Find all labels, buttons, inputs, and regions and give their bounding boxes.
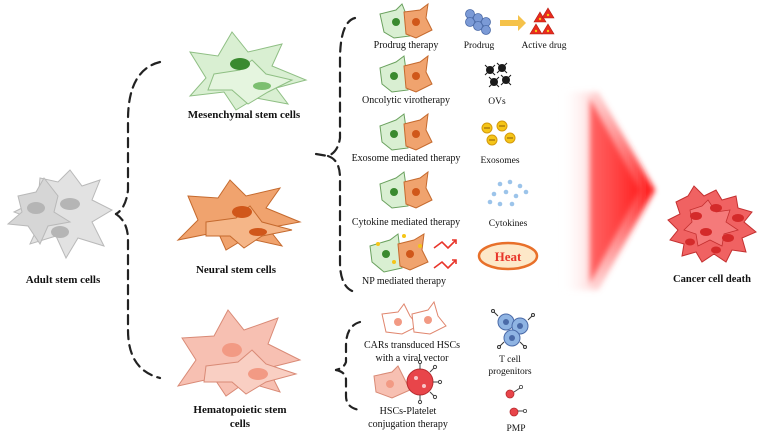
therapy-np-label: NP mediated therapy <box>362 276 446 287</box>
therapy-cells-car <box>381 300 447 335</box>
bracket-mid <box>314 16 357 294</box>
therapy-cells-prodrug <box>379 2 433 39</box>
exosomes-label: Exosomes <box>480 156 519 166</box>
adult-stem-cells-label: Adult stem cells <box>26 274 101 286</box>
tcell-label-line1: T cell <box>499 355 521 365</box>
cytokine-dots <box>487 179 529 207</box>
heat-badge <box>477 241 539 271</box>
therapy-cells-oncolytic <box>379 54 433 93</box>
cytokines-label: Cytokines <box>489 219 528 229</box>
hematopoietic-label-line2: cells <box>230 418 251 430</box>
adult-stem-cells <box>6 169 114 260</box>
therapy-oncolytic-label: Oncolytic virotherapy <box>362 95 450 106</box>
therapy-car-label-line1: CARs transduced HSCs <box>364 340 460 351</box>
prodrug-molecules <box>465 9 491 35</box>
bracket-bottom <box>334 320 362 412</box>
tcell-progenitors-icon <box>491 309 535 349</box>
ov-virus-icons <box>484 62 512 88</box>
therapy-car-label-line2: with a viral vector <box>375 353 449 364</box>
hematopoietic-label-line1: Hematopoietic stem <box>193 404 286 416</box>
neural-cells <box>176 179 302 251</box>
tcell-label-line2: progenitors <box>488 367 532 377</box>
therapy-prodrug-label: Prodrug therapy <box>374 40 439 51</box>
prodrug-label: Prodrug <box>464 41 495 51</box>
exosome-icons <box>481 120 516 146</box>
zigzag-arrows <box>433 239 457 270</box>
therapy-cytokine-label: Cytokine mediated therapy <box>352 217 460 228</box>
heat-label: Heat <box>495 249 522 264</box>
therapy-platelet-label-line1: HSCs-Platelet <box>380 406 437 417</box>
active-drug-triangles <box>529 7 555 35</box>
hematopoietic-cells <box>176 309 302 397</box>
red-arrow <box>560 92 655 290</box>
pmp-icon <box>505 384 528 417</box>
therapy-cells-cytokine <box>379 170 433 209</box>
cancer-cells-cluster <box>667 185 757 263</box>
prodrug-to-active-arrow <box>500 15 526 31</box>
therapy-cells-platelet <box>373 359 443 405</box>
neural-label: Neural stem cells <box>196 264 277 276</box>
active-drug-label: Active drug <box>521 41 566 51</box>
bracket-left <box>114 60 162 380</box>
pmp-label: PMP <box>506 424 525 434</box>
mesenchymal-label: Mesenchymal stem cells <box>188 109 301 121</box>
outcome-label: Cancer cell death <box>673 274 751 285</box>
therapy-platelet-label-line2: conjugation therapy <box>368 419 448 430</box>
ovs-label: OVs <box>488 97 506 107</box>
therapy-exosome-label: Exosome mediated therapy <box>352 153 461 164</box>
mesenchymal-cells <box>188 31 308 111</box>
therapy-cells-np <box>369 233 429 273</box>
therapy-cells-exosome <box>379 112 433 151</box>
